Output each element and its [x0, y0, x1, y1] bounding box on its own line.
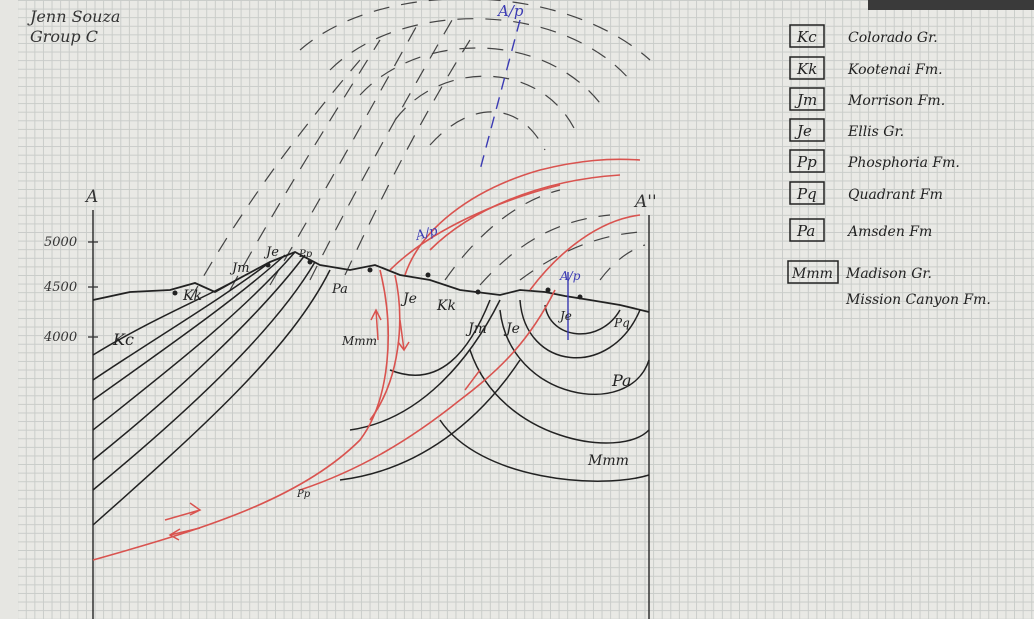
elevation-tick-marks [88, 241, 98, 338]
legend-name: Amsden Fm [846, 224, 932, 240]
elevation-label-4000: 4000 [43, 330, 77, 345]
legend: Kc Colorado Gr. Kk Kootenai Fm. Jm Morri… [787, 24, 991, 308]
axial-plane-label-east: A/p [559, 269, 581, 283]
axial-planes [479, 19, 569, 340]
legend-item: Pq Quadrant Fm [789, 181, 943, 205]
unit-label-je-west: Je [263, 245, 279, 260]
thrust-faults [92, 158, 641, 561]
unit-label-pp-deep: Pp [296, 489, 311, 500]
bedding-arcs-east [339, 299, 650, 482]
legend-name: Colorado Gr. [848, 30, 938, 46]
unit-label-kk-mid: Kk [436, 298, 456, 314]
legend-item: Kk Kootenai Fm. [789, 56, 943, 80]
legend-name: Phosphoria Fm. [847, 155, 960, 171]
unit-label-jm-east: Jm [465, 321, 487, 337]
legend-symbol: Kk [796, 60, 817, 78]
legend-symbol: Je [794, 122, 812, 140]
section-frame [92, 210, 650, 619]
legend-symbol: Kc [796, 28, 817, 46]
dark-corner [868, 0, 1034, 10]
unit-label-mmm-east: Mmm [587, 453, 629, 469]
unit-label-mmm-mid: Mmm [341, 334, 377, 348]
legend-symbol: Pa [796, 222, 815, 240]
axial-plane-label-mid: A/p [413, 223, 440, 244]
section-unit-labels: Kc Kk Jm Je Pp Pa Mmm Je Kk Jm Je Je Pq … [112, 245, 632, 500]
elevation-label-5000: 5000 [44, 235, 77, 250]
paper-edge [0, 0, 18, 619]
unit-label-pq-east: Pq [613, 316, 630, 330]
legend-extra-formation: Mission Canyon Fm. [845, 292, 991, 308]
bedding-lines-west-limb [92, 251, 331, 526]
legend-item: Jm Morrison Fm. [789, 87, 945, 111]
section-end-label: A'' [633, 192, 657, 212]
legend-item: Pp Phosphoria Fm. [789, 149, 960, 173]
projected-fold-traces [189, 0, 651, 301]
legend-name: Quadrant Fm [848, 187, 943, 203]
outcrop-markers [172, 259, 583, 300]
unit-label-pa-east: Pa [611, 371, 632, 390]
unit-label-kk-west: Kk [182, 288, 202, 304]
unit-label-pa-mid: Pa [331, 282, 348, 297]
legend-item: Pa Amsden Fm [789, 218, 932, 242]
legend-name: Ellis Gr. [847, 124, 904, 140]
legend-symbol: Pq [796, 185, 817, 203]
group-label: Group C [30, 27, 98, 46]
author-name: Jenn Souza [27, 7, 120, 26]
unit-label-kc: Kc [112, 330, 134, 349]
legend-symbol: Pp [796, 153, 817, 171]
unit-label-je-east: Je [503, 321, 520, 337]
axial-plane-label-top: A/p [496, 2, 524, 20]
legend-symbol: Jm [794, 91, 817, 109]
legend-symbol: Mmm [791, 266, 833, 282]
unit-label-je-mid: Je [400, 291, 417, 307]
unit-label-jm-west: Jm [229, 261, 250, 276]
legend-name: Kootenai Fm. [847, 62, 943, 78]
unit-label-pp-west: Pp [298, 249, 313, 260]
legend-item: Kc Colorado Gr. [789, 24, 938, 48]
unit-label-je-core: Je [557, 309, 572, 323]
legend-name: Madison Gr. [845, 266, 932, 282]
fault-slip-arrows [164, 308, 481, 541]
elevation-label-4500: 4500 [43, 280, 77, 295]
section-start-label: A [84, 187, 98, 207]
legend-name: Morrison Fm. [847, 93, 945, 109]
legend-item: Mmm Madison Gr. [787, 260, 932, 284]
legend-item: Je Ellis Gr. [789, 118, 904, 142]
topographic-profile [92, 251, 650, 313]
